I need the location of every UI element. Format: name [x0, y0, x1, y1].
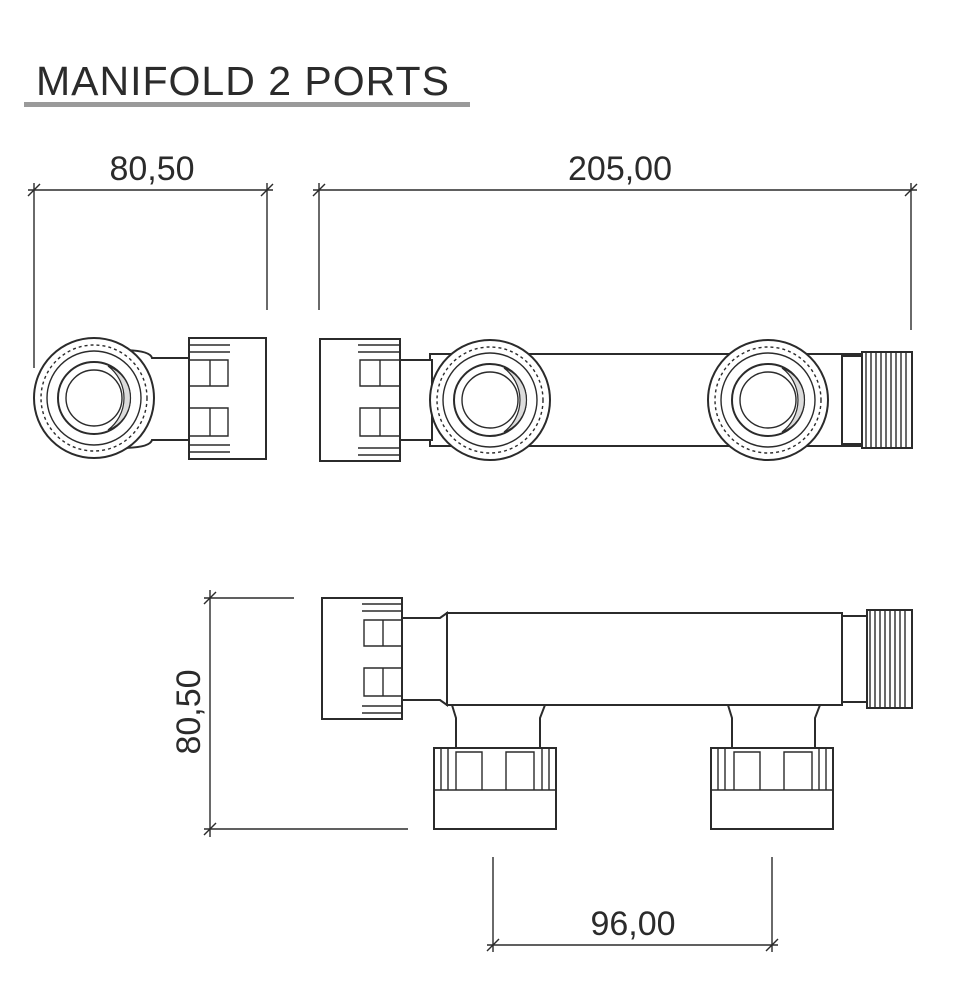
dim-label-port-spacing: 96,00 — [590, 905, 675, 943]
front-view — [319, 338, 913, 462]
page-title: MANIFOLD 2 PORTS — [36, 58, 450, 104]
dim-label-height: 80,50 — [170, 669, 208, 754]
dimension-side-width: 80,50 — [27, 150, 274, 368]
dimension-height: 80,50 — [170, 590, 408, 837]
dim-label-overall-length: 205,00 — [568, 150, 672, 188]
title-underline — [24, 102, 470, 107]
side-view — [33, 337, 267, 460]
dimension-port-spacing: 96,00 — [486, 857, 779, 952]
dim-label-side-width: 80,50 — [109, 150, 194, 188]
dimension-overall-length: 205,00 — [312, 150, 918, 330]
bottom-view — [321, 597, 913, 830]
